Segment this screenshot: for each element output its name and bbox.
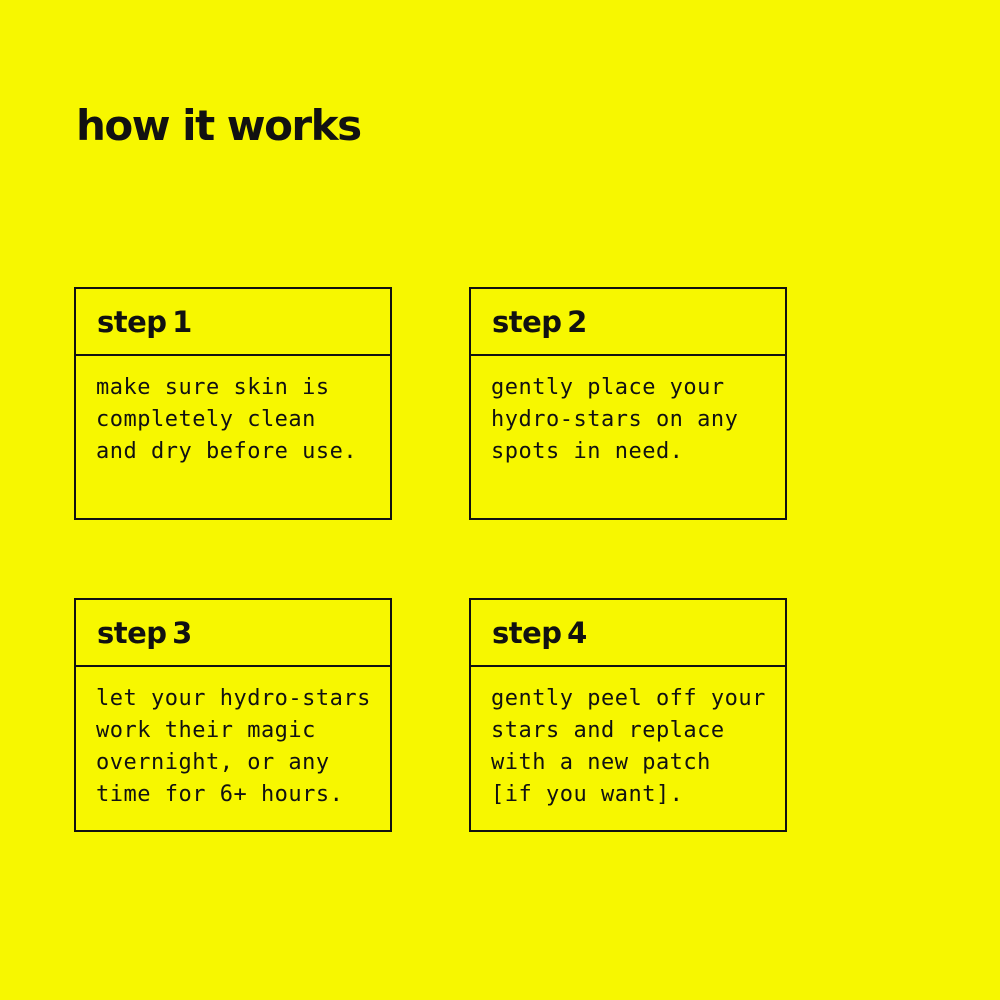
step-card-2-body: gently place your hydro-stars on any spo… xyxy=(491,375,739,464)
step-card-1: step 1 make sure skin is completely clea… xyxy=(74,287,392,520)
step-card-3-header: step 3 xyxy=(76,600,390,667)
step-card-4-body: gently peel off your stars and replace w… xyxy=(491,686,766,807)
step-card-2-label: step 2 xyxy=(492,304,587,339)
step-card-2: step 2 gently place your hydro-stars on … xyxy=(469,287,787,520)
page-title: how it works xyxy=(76,101,362,150)
step-card-3-label: step 3 xyxy=(97,615,192,650)
step-card-2-header: step 2 xyxy=(471,289,785,356)
step-card-1-label: step 1 xyxy=(97,304,192,339)
step-card-4-header: step 4 xyxy=(471,600,785,667)
step-card-1-body: make sure skin is completely clean and d… xyxy=(96,375,358,464)
step-card-1-header: step 1 xyxy=(76,289,390,356)
step-card-4: step 4 gently peel off your stars and re… xyxy=(469,598,787,832)
step-card-3: step 3 let your hydro-stars work their m… xyxy=(74,598,392,832)
step-card-4-label: step 4 xyxy=(492,615,587,650)
step-card-3-body: let your hydro-stars work their magic ov… xyxy=(96,686,371,807)
steps-grid: step 1 make sure skin is completely clea… xyxy=(74,287,787,832)
